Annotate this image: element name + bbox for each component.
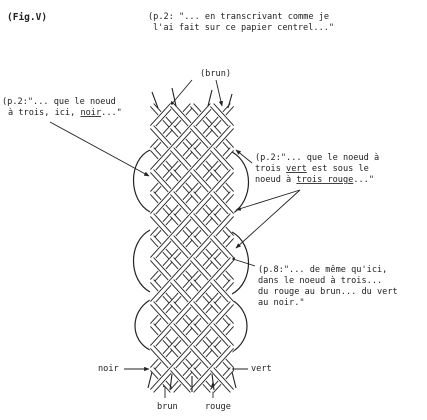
strand-label-noir: noir xyxy=(98,364,119,374)
braid-strand xyxy=(169,102,195,130)
braid-strand xyxy=(149,278,175,306)
braid-strand xyxy=(209,322,235,350)
braid-strand xyxy=(209,344,235,372)
braid-strand xyxy=(189,234,215,262)
braid-strand xyxy=(169,278,195,306)
braid-strand xyxy=(149,146,175,174)
braid-strand xyxy=(189,278,215,306)
caption-line-1: (p.2: "... en transcrivant comme je xyxy=(148,12,329,22)
braid-strand xyxy=(189,168,215,196)
outer-loop xyxy=(132,229,151,293)
left-note-line-2: à trois, ici, noir..." xyxy=(8,108,122,118)
braid-strand xyxy=(169,256,195,284)
right-note-2-line-2: dans le noeud à trois... xyxy=(258,276,382,286)
braid-strand xyxy=(189,256,215,284)
strand-label-rouge: rouge xyxy=(205,402,231,412)
arrow-right-note-2 xyxy=(229,257,256,267)
braid-strand xyxy=(149,102,175,130)
outer-loop xyxy=(134,299,151,351)
braided-knot xyxy=(132,87,250,394)
braid-strand xyxy=(149,190,175,218)
braid-strand xyxy=(189,212,215,240)
strand-label-vert: vert xyxy=(251,364,272,374)
braid-strand xyxy=(169,322,195,350)
emphasis-trois-rouge: trois rouge xyxy=(296,175,353,185)
outer-loop xyxy=(231,299,248,353)
braid-strand xyxy=(169,300,195,328)
strand-end xyxy=(227,93,233,109)
braid-strand xyxy=(149,256,175,284)
outer-loop xyxy=(132,149,151,213)
outer-loop xyxy=(231,151,250,215)
label-brun-top: (brun) xyxy=(200,69,231,79)
braid-strand xyxy=(189,124,215,152)
braid-strand xyxy=(189,366,215,394)
braid-strand xyxy=(209,366,235,394)
braid-strand xyxy=(149,212,175,240)
braid-strand xyxy=(169,124,195,152)
strand-end xyxy=(147,371,153,389)
strand-end xyxy=(211,373,215,391)
braid-strand xyxy=(209,168,235,196)
braid-strand xyxy=(169,234,195,262)
arrow-brun-top-1 xyxy=(169,79,193,107)
left-note-line-1: (p.2:"... que le noeud xyxy=(2,97,116,107)
braid-strand xyxy=(209,124,235,152)
braid-strand xyxy=(209,146,235,174)
braid-strand xyxy=(189,300,215,328)
braid-strand xyxy=(149,322,175,350)
arrow-left-note xyxy=(49,121,150,177)
braid-strand xyxy=(149,124,175,152)
figure-label: (Fig.V) xyxy=(7,12,47,23)
braid-strand xyxy=(209,256,235,284)
right-note-1-line-1: (p.2:"... que le noeud à xyxy=(255,153,379,163)
outer-loop xyxy=(231,231,250,295)
braid-strand xyxy=(189,146,215,174)
braid-strand xyxy=(169,366,195,394)
right-note-1-line-3: noeud à trois rouge..." xyxy=(255,175,374,185)
braid-strand xyxy=(209,102,235,130)
braid-strand xyxy=(149,168,175,196)
braid-strand xyxy=(169,168,195,196)
braid-strand xyxy=(189,190,215,218)
strand-end xyxy=(151,91,159,109)
braid-strand xyxy=(169,212,195,240)
strand-end xyxy=(171,87,177,107)
braid-strand xyxy=(169,190,195,218)
braid-strand xyxy=(149,366,175,394)
braid-strand xyxy=(209,190,235,218)
braid-strand xyxy=(209,278,235,306)
arrow-brun-top-2 xyxy=(215,79,224,107)
right-note-1-line-2: trois vert est sous le xyxy=(255,164,369,174)
arrow-right-note-1c xyxy=(235,189,301,249)
braid-strand xyxy=(149,344,175,372)
braid-strand xyxy=(209,234,235,262)
braid-strand xyxy=(189,344,215,372)
braid-strand xyxy=(209,300,235,328)
braid-strand xyxy=(149,300,175,328)
caption-line-2: l'ai fait sur ce papier centrel..." xyxy=(153,23,334,33)
braid-strand xyxy=(149,234,175,262)
strand-end xyxy=(207,89,213,107)
right-note-2-line-4: au noir." xyxy=(258,298,305,308)
right-note-2-line-1: (p.8:"... de même qu'ici, xyxy=(258,264,387,275)
emphasis-noir: noir xyxy=(80,108,101,118)
right-note-2-line-3: du rouge au brun... du vert xyxy=(258,287,398,297)
strand-end xyxy=(231,371,237,389)
braid-strand xyxy=(169,344,195,372)
braid-strand xyxy=(189,322,215,350)
strand-end xyxy=(169,373,173,391)
braid-strand xyxy=(209,212,235,240)
arrow-right-note-1a xyxy=(235,149,253,164)
arrow-right-note-1b xyxy=(235,189,301,211)
braid-strand xyxy=(189,102,215,130)
braid-strand xyxy=(169,146,195,174)
emphasis-vert: vert xyxy=(286,164,307,174)
strand-label-brun: brun xyxy=(157,402,178,412)
